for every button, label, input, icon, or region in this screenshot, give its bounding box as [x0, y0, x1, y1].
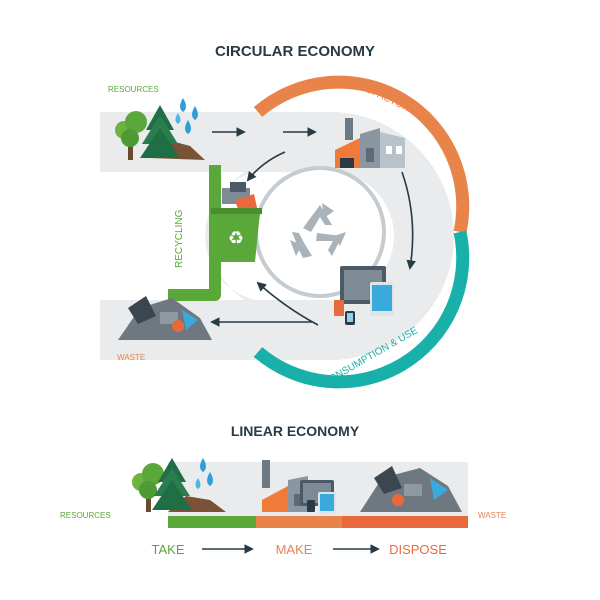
resources-illustration — [115, 98, 205, 160]
waste-pile-illustration — [118, 296, 212, 340]
take-segment — [168, 516, 256, 528]
recycle-icon — [290, 203, 346, 258]
circular-arrows — [210, 127, 416, 327]
linear-title: LINEAR ECONOMY — [231, 423, 360, 439]
take-label: TAKE — [152, 542, 185, 557]
dispose-label: DISPOSE — [389, 542, 447, 557]
consumption-arc — [253, 230, 470, 389]
devices-illustration — [334, 266, 394, 325]
linear-waste-illustration — [360, 466, 462, 512]
recycling-bin-illustration: ♻ — [211, 182, 262, 262]
circular-title: CIRCULAR ECONOMY — [215, 43, 375, 60]
dispose-segment — [342, 516, 468, 528]
linear-waste-label: WASTE — [478, 511, 506, 520]
manufacturing-label: MANUFACTURING — [344, 75, 428, 122]
make-segment — [256, 516, 342, 528]
resources-label: RESOURCES — [108, 85, 159, 94]
linear-resources-label: RESOURCES — [60, 511, 111, 520]
linear-factory-illustration — [262, 460, 336, 514]
manufacturing-arc — [253, 75, 470, 234]
linear-resources-illustration — [132, 458, 226, 512]
recycling-label: RECYCLING — [174, 209, 185, 268]
bin-recycle-icon: ♻ — [228, 228, 244, 248]
waste-label: WASTE — [117, 353, 145, 362]
factory-illustration — [335, 118, 405, 168]
make-label: MAKE — [276, 542, 313, 557]
